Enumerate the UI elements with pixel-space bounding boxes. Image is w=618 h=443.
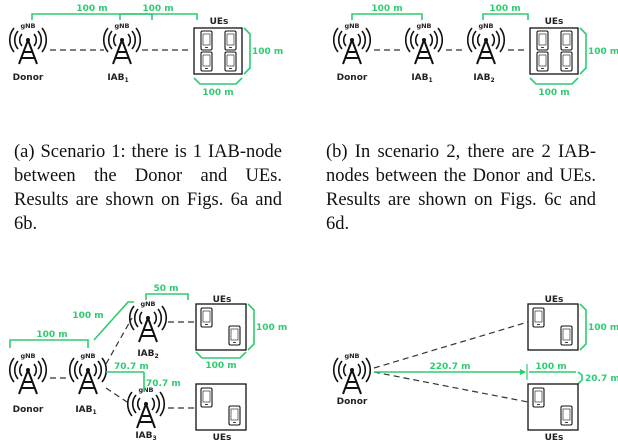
- distance-label: 100 m: [252, 47, 283, 57]
- arrow-head: [520, 369, 526, 375]
- brace-right: [579, 27, 587, 75]
- phone-icon: [224, 51, 237, 72]
- distance-label: 100 m: [202, 88, 233, 98]
- caption-a: (a) Scenario 1: there is 1 IAB-node betw…: [14, 142, 282, 234]
- phone-icon: [224, 30, 237, 51]
- phone-icon: [200, 387, 213, 408]
- brace-50: [145, 293, 189, 300]
- ues-label-top: UEs: [213, 295, 232, 305]
- gnb-antenna-icon: [126, 391, 166, 429]
- phone-icon: [228, 325, 241, 346]
- gnb-tag: gNB: [140, 300, 155, 308]
- donor-label: Donor: [337, 397, 368, 407]
- distance-label: 100 m: [535, 362, 566, 372]
- gnb-tag: gNB: [80, 352, 95, 360]
- distance-label: 100 m: [588, 323, 618, 333]
- brace-donor-iab1: [9, 339, 89, 348]
- distance-label: 70.7 m: [114, 362, 149, 372]
- ues-label-bottom: UEs: [213, 433, 232, 443]
- brace-top-2: [119, 13, 198, 20]
- ues-label: UEs: [210, 17, 229, 27]
- scenario-b-diagram: 100 m 100 m gNB Donor gNB IAB1 gNB IAB2 …: [332, 4, 618, 98]
- phone-icon: [200, 51, 213, 72]
- distance-label: 20.7 m: [585, 374, 618, 384]
- brace-bottom: [529, 77, 579, 85]
- ues-label-bottom: UEs: [545, 433, 564, 443]
- gnb-antenna-icon: [128, 305, 168, 343]
- link-line: [105, 317, 133, 365]
- brace-iab1-iab2: [93, 301, 134, 341]
- iab2-label: IAB2: [473, 73, 494, 84]
- gnb-tag: gNB: [20, 352, 35, 360]
- gnb-tag: gNB: [114, 22, 129, 30]
- link-line: [373, 321, 529, 369]
- brace-top-2: [482, 13, 529, 20]
- gnb-antenna-icon: [8, 357, 48, 395]
- iab1-label: IAB1: [411, 73, 432, 84]
- brace-bottom: [195, 351, 247, 359]
- gnb-antenna-icon: [68, 357, 108, 395]
- gnb-antenna-icon: [102, 27, 142, 65]
- distance-label: 100 m: [538, 88, 569, 98]
- brace-top-1: [31, 13, 153, 20]
- phone-icon: [532, 307, 545, 328]
- distance-label: 100 m: [489, 4, 520, 14]
- distance-label: 100 m: [76, 4, 107, 14]
- phone-icon: [536, 51, 549, 72]
- gnb-tag: gNB: [344, 352, 359, 360]
- brace-right: [247, 303, 255, 351]
- gnb-tag: gNB: [138, 386, 153, 394]
- iab1-label: IAB1: [107, 73, 128, 84]
- distance-label: 100 m: [142, 4, 173, 14]
- donor-label: Donor: [13, 73, 44, 83]
- phone-icon: [228, 405, 241, 426]
- donor-label: Donor: [337, 73, 368, 83]
- distance-label: 100 m: [205, 361, 236, 371]
- scenario-a-diagram: 100 m 100 m gNB Donor gNB IAB1 UEs 100 m…: [8, 4, 283, 98]
- link-line: [373, 371, 529, 403]
- ues-label: UEs: [545, 17, 564, 27]
- gnb-antenna-icon: [404, 27, 444, 65]
- brace-right: [579, 303, 587, 351]
- gnb-antenna-icon: [332, 357, 372, 395]
- distance-label: 100 m: [256, 323, 287, 333]
- gnb-tag: gNB: [478, 22, 493, 30]
- distance-label: 220.7 m: [430, 362, 471, 372]
- phone-icon: [536, 30, 549, 51]
- scenario-c-diagram: 100 m 100 m 50 m gNB Donor gNB IAB1 gNB …: [8, 284, 287, 443]
- donor-label: Donor: [13, 405, 44, 415]
- distance-label: 50 m: [153, 284, 178, 294]
- brace-top-1: [351, 13, 423, 20]
- brace-right: [243, 27, 251, 75]
- brace-20: [577, 371, 583, 385]
- phone-icon: [560, 325, 573, 346]
- link-line: [105, 387, 131, 405]
- gnb-antenna-icon: [8, 27, 48, 65]
- phone-icon: [560, 405, 573, 426]
- ues-label-top: UEs: [545, 295, 564, 305]
- iab1-label: IAB1: [75, 405, 96, 416]
- phone-icon: [560, 30, 573, 51]
- phone-icon: [532, 387, 545, 408]
- scenario-d-diagram: gNB Donor 220.7 m 100 m UEs 100 m 20.7 m…: [332, 295, 618, 443]
- gnb-tag: gNB: [20, 22, 35, 30]
- iab2-label: IAB2: [137, 349, 158, 360]
- brace-bottom: [193, 77, 243, 85]
- caption-b: (b) In scenario 2, there are 2 IAB-nodes…: [326, 142, 596, 234]
- gnb-tag: gNB: [416, 22, 431, 30]
- phone-icon: [200, 30, 213, 51]
- phone-icon: [200, 307, 213, 328]
- distance-label: 100 m: [371, 4, 402, 14]
- distance-label: 100 m: [36, 330, 67, 340]
- distance-label: 100 m: [588, 47, 618, 57]
- gnb-antenna-icon: [466, 27, 506, 65]
- distance-label: 100 m: [72, 311, 103, 321]
- gnb-tag: gNB: [344, 22, 359, 30]
- phone-icon: [560, 51, 573, 72]
- gnb-antenna-icon: [332, 27, 372, 65]
- distance-label: 70.7 m: [146, 379, 181, 389]
- iab3-label: IAB3: [135, 431, 156, 442]
